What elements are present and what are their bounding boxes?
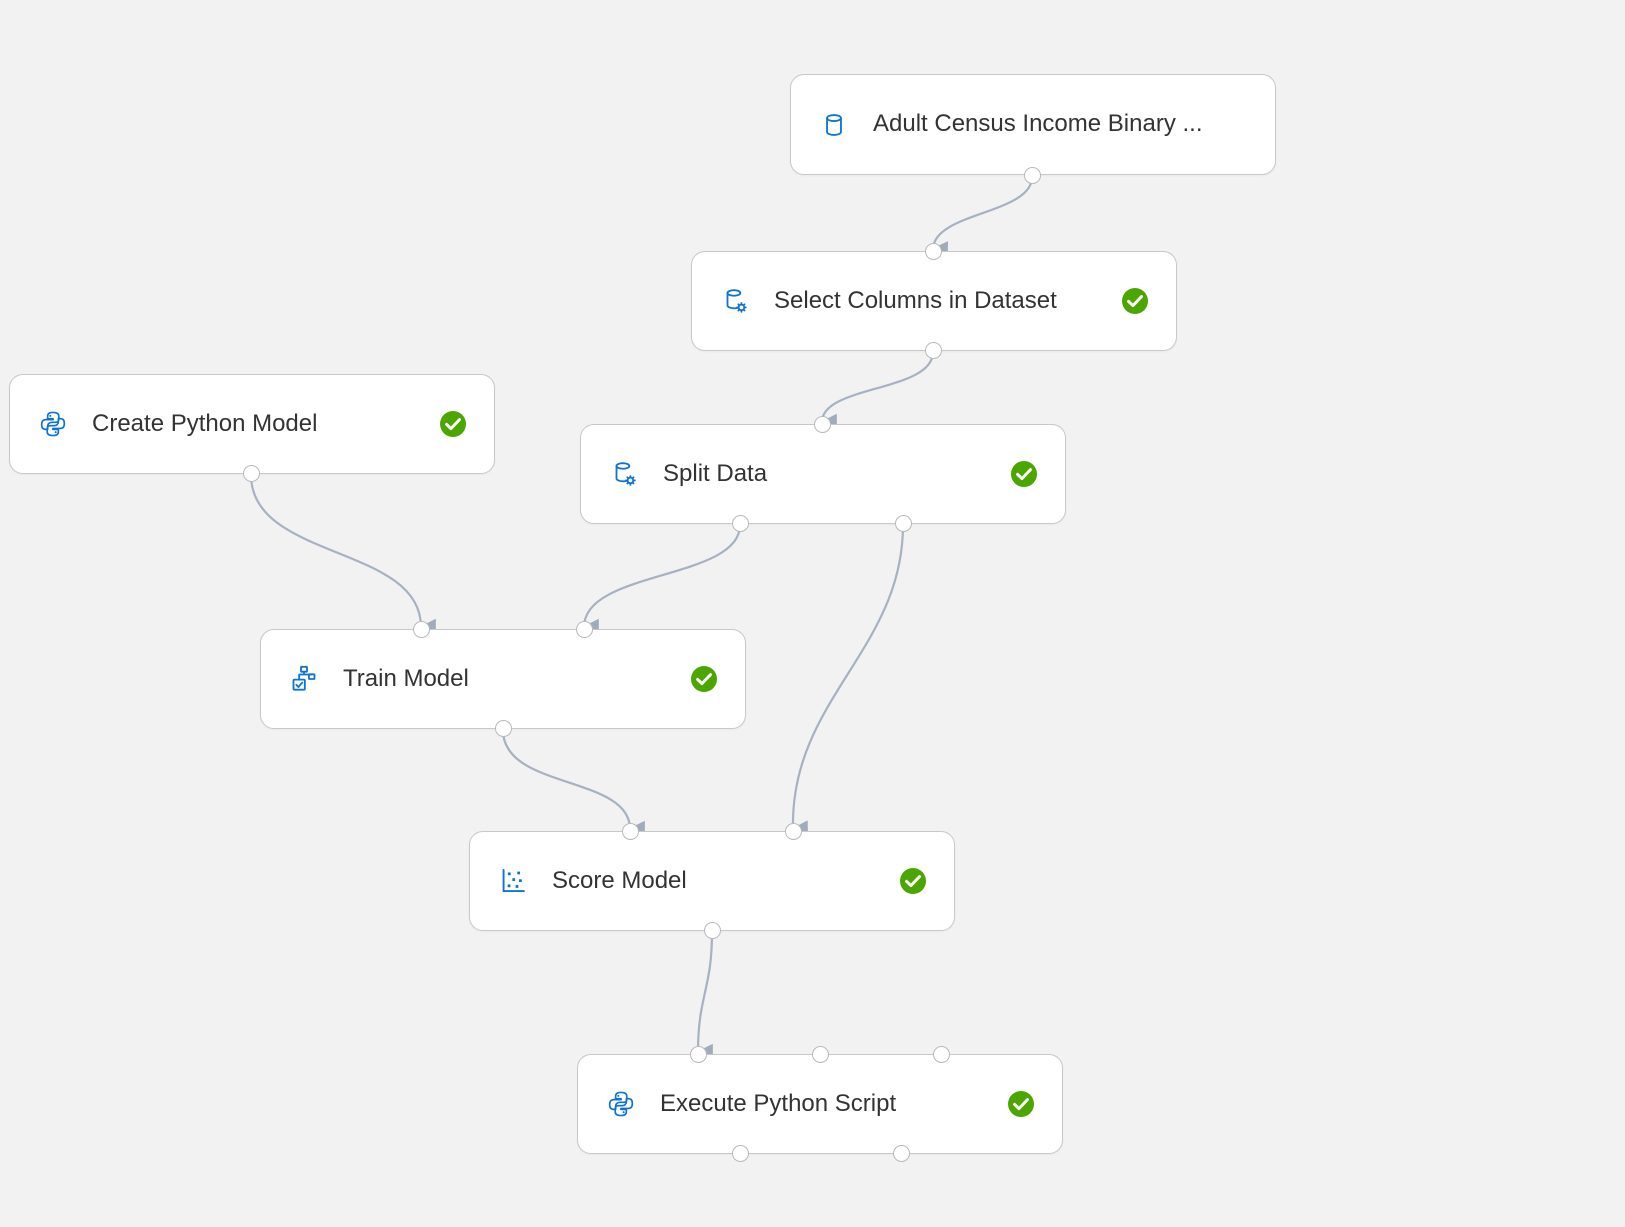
python-icon xyxy=(604,1087,638,1121)
node-score-model[interactable]: Score Model xyxy=(469,831,955,931)
node-label: Select Columns in Dataset xyxy=(774,286,1057,314)
edge-split-data-to-score-model[interactable] xyxy=(791,524,905,837)
input-port-train-model-1[interactable] xyxy=(575,620,593,638)
output-port-execute-python-script-0[interactable] xyxy=(731,1144,749,1162)
output-port-split-data-1[interactable] xyxy=(894,514,912,532)
edge-create-python-model-to-train-model[interactable] xyxy=(249,474,436,636)
input-port-select-columns-in-dataset-0[interactable] xyxy=(924,242,942,260)
train-model-icon xyxy=(287,662,321,696)
node-label: Train Model xyxy=(343,664,469,692)
node-execute-python-script[interactable]: Execute Python Script xyxy=(577,1054,1063,1154)
output-port-create-python-model-0[interactable] xyxy=(242,464,260,482)
status-success-icon xyxy=(438,409,468,439)
dataset-gear-icon xyxy=(718,284,752,318)
edge-split-data-to-train-model[interactable] xyxy=(582,524,742,636)
input-port-score-model-0[interactable] xyxy=(621,822,639,840)
edge-train-model-to-score-model[interactable] xyxy=(501,729,645,838)
status-success-icon xyxy=(1120,286,1150,316)
input-port-execute-python-script-0[interactable] xyxy=(689,1045,707,1063)
dataset-gear-icon xyxy=(607,457,641,491)
node-label: Adult Census Income Binary ... xyxy=(873,110,1203,138)
node-select-columns-in-dataset[interactable]: Select Columns in Dataset xyxy=(691,251,1177,351)
output-port-train-model-0[interactable] xyxy=(494,719,512,737)
scatter-plot-icon xyxy=(496,864,530,898)
input-port-execute-python-script-2[interactable] xyxy=(932,1045,950,1063)
node-split-data[interactable]: Split Data xyxy=(580,424,1066,524)
edge-dataset-to-select-columns[interactable] xyxy=(931,176,1034,258)
status-success-icon xyxy=(898,866,928,896)
output-port-execute-python-script-1[interactable] xyxy=(892,1144,910,1162)
edge-select-columns-to-split-data[interactable] xyxy=(820,351,935,431)
node-adult-census-income-binary[interactable]: Adult Census Income Binary ... xyxy=(790,74,1276,175)
edge-score-model-to-execute-python-script[interactable] xyxy=(696,931,714,1061)
python-icon xyxy=(36,407,70,441)
status-success-icon xyxy=(1006,1089,1036,1119)
node-create-python-model[interactable]: Create Python Model xyxy=(9,374,495,474)
node-label: Split Data xyxy=(663,459,768,487)
node-train-model[interactable]: Train Model xyxy=(260,629,746,729)
node-label: Create Python Model xyxy=(92,409,318,437)
output-port-split-data-0[interactable] xyxy=(731,514,749,532)
node-label: Score Model xyxy=(552,866,687,894)
input-port-train-model-0[interactable] xyxy=(412,620,430,638)
input-port-score-model-1[interactable] xyxy=(784,822,802,840)
dataset-cylinder-icon xyxy=(817,108,851,142)
node-label: Execute Python Script xyxy=(660,1089,897,1117)
output-port-score-model-0[interactable] xyxy=(703,921,721,939)
output-port-adult-census-income-binary-0[interactable] xyxy=(1023,166,1041,184)
status-success-icon xyxy=(1009,459,1039,489)
status-success-icon xyxy=(689,664,719,694)
input-port-split-data-0[interactable] xyxy=(813,415,831,433)
input-port-execute-python-script-1[interactable] xyxy=(811,1045,829,1063)
output-port-select-columns-in-dataset-0[interactable] xyxy=(924,341,942,359)
